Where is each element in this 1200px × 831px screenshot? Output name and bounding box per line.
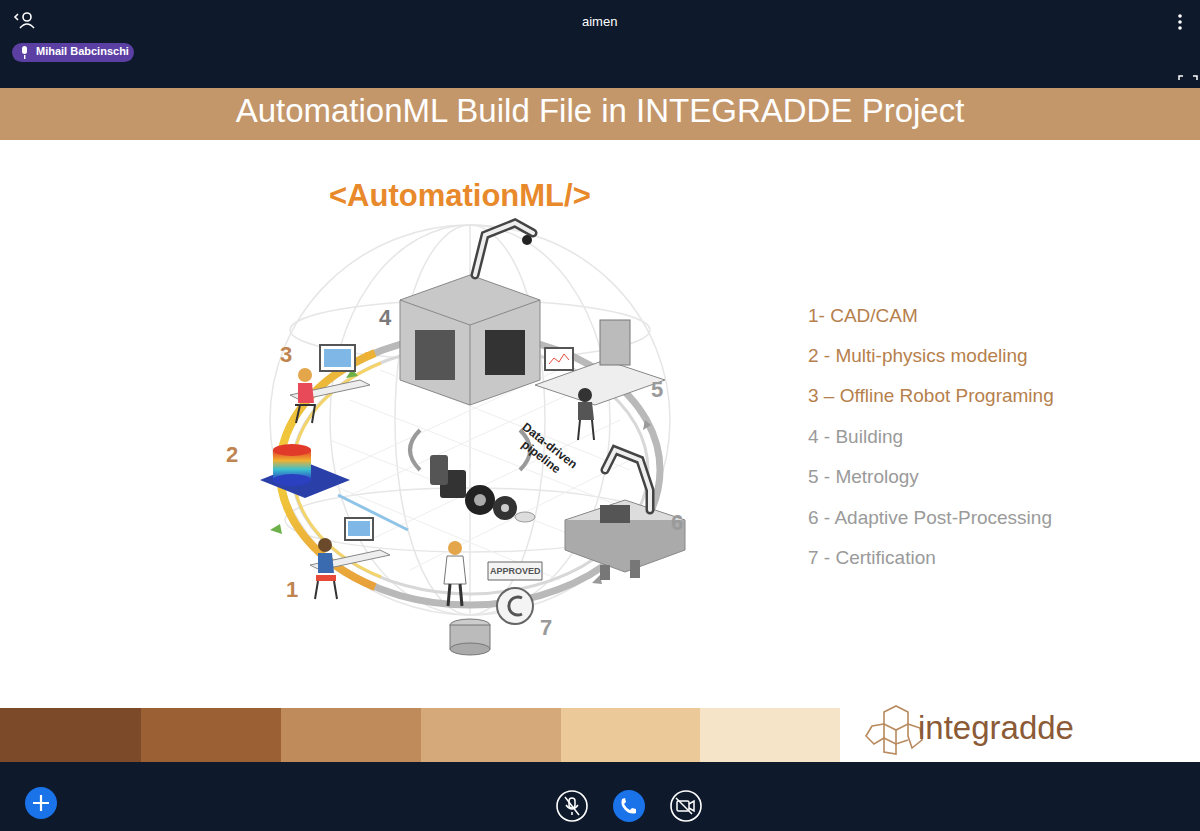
- callout-number: 6: [671, 510, 683, 535]
- callout-number: 4: [379, 305, 391, 330]
- app-title: aimen: [582, 15, 617, 30]
- participant-name: Mihail Babcinschi: [36, 45, 129, 58]
- callout-number: 1: [286, 577, 298, 602]
- step-item: 5 - Metrology: [808, 466, 919, 488]
- diagram-heading: <AutomationML/>: [329, 178, 591, 214]
- callout-number: 3: [280, 342, 292, 367]
- callout-number: 2: [226, 442, 238, 467]
- step-item: 2 - Multi-physics modeling: [808, 345, 1028, 367]
- callout-number: 7: [540, 615, 552, 640]
- step-item: 3 – Offline Robot Programing: [808, 385, 1054, 407]
- step-item: 6 - Adaptive Post-Processing: [808, 507, 1052, 529]
- callout-number: 5: [651, 377, 663, 402]
- logo-text: integradde: [918, 709, 1074, 747]
- slide-title: AutomationML Build File in INTEGRADDE Pr…: [0, 92, 1200, 130]
- step-item: 7 - Certification: [808, 547, 936, 569]
- step-item: 4 - Building: [808, 426, 903, 448]
- step-item: 1- CAD/CAM: [808, 305, 918, 327]
- stamp-text: APPROVED: [490, 566, 541, 576]
